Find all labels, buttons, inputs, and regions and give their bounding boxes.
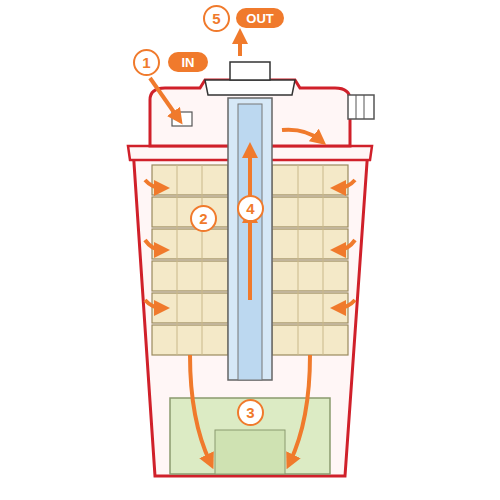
label-text: 2 [199,210,207,227]
label-text: OUT [246,11,273,26]
flow-tag: OUT [236,8,284,28]
callout-number: 1 [133,49,160,76]
flow-tag: IN [168,52,208,72]
label-text: IN [182,55,195,70]
label-text: 4 [246,200,254,217]
label-text: 1 [142,54,150,71]
label-text: 5 [212,10,220,27]
callout-number: 4 [237,195,264,222]
callout-number: 5 [203,5,230,32]
callout-number: 2 [190,205,217,232]
callout-number: 3 [237,399,264,426]
label-text: 3 [246,404,254,421]
